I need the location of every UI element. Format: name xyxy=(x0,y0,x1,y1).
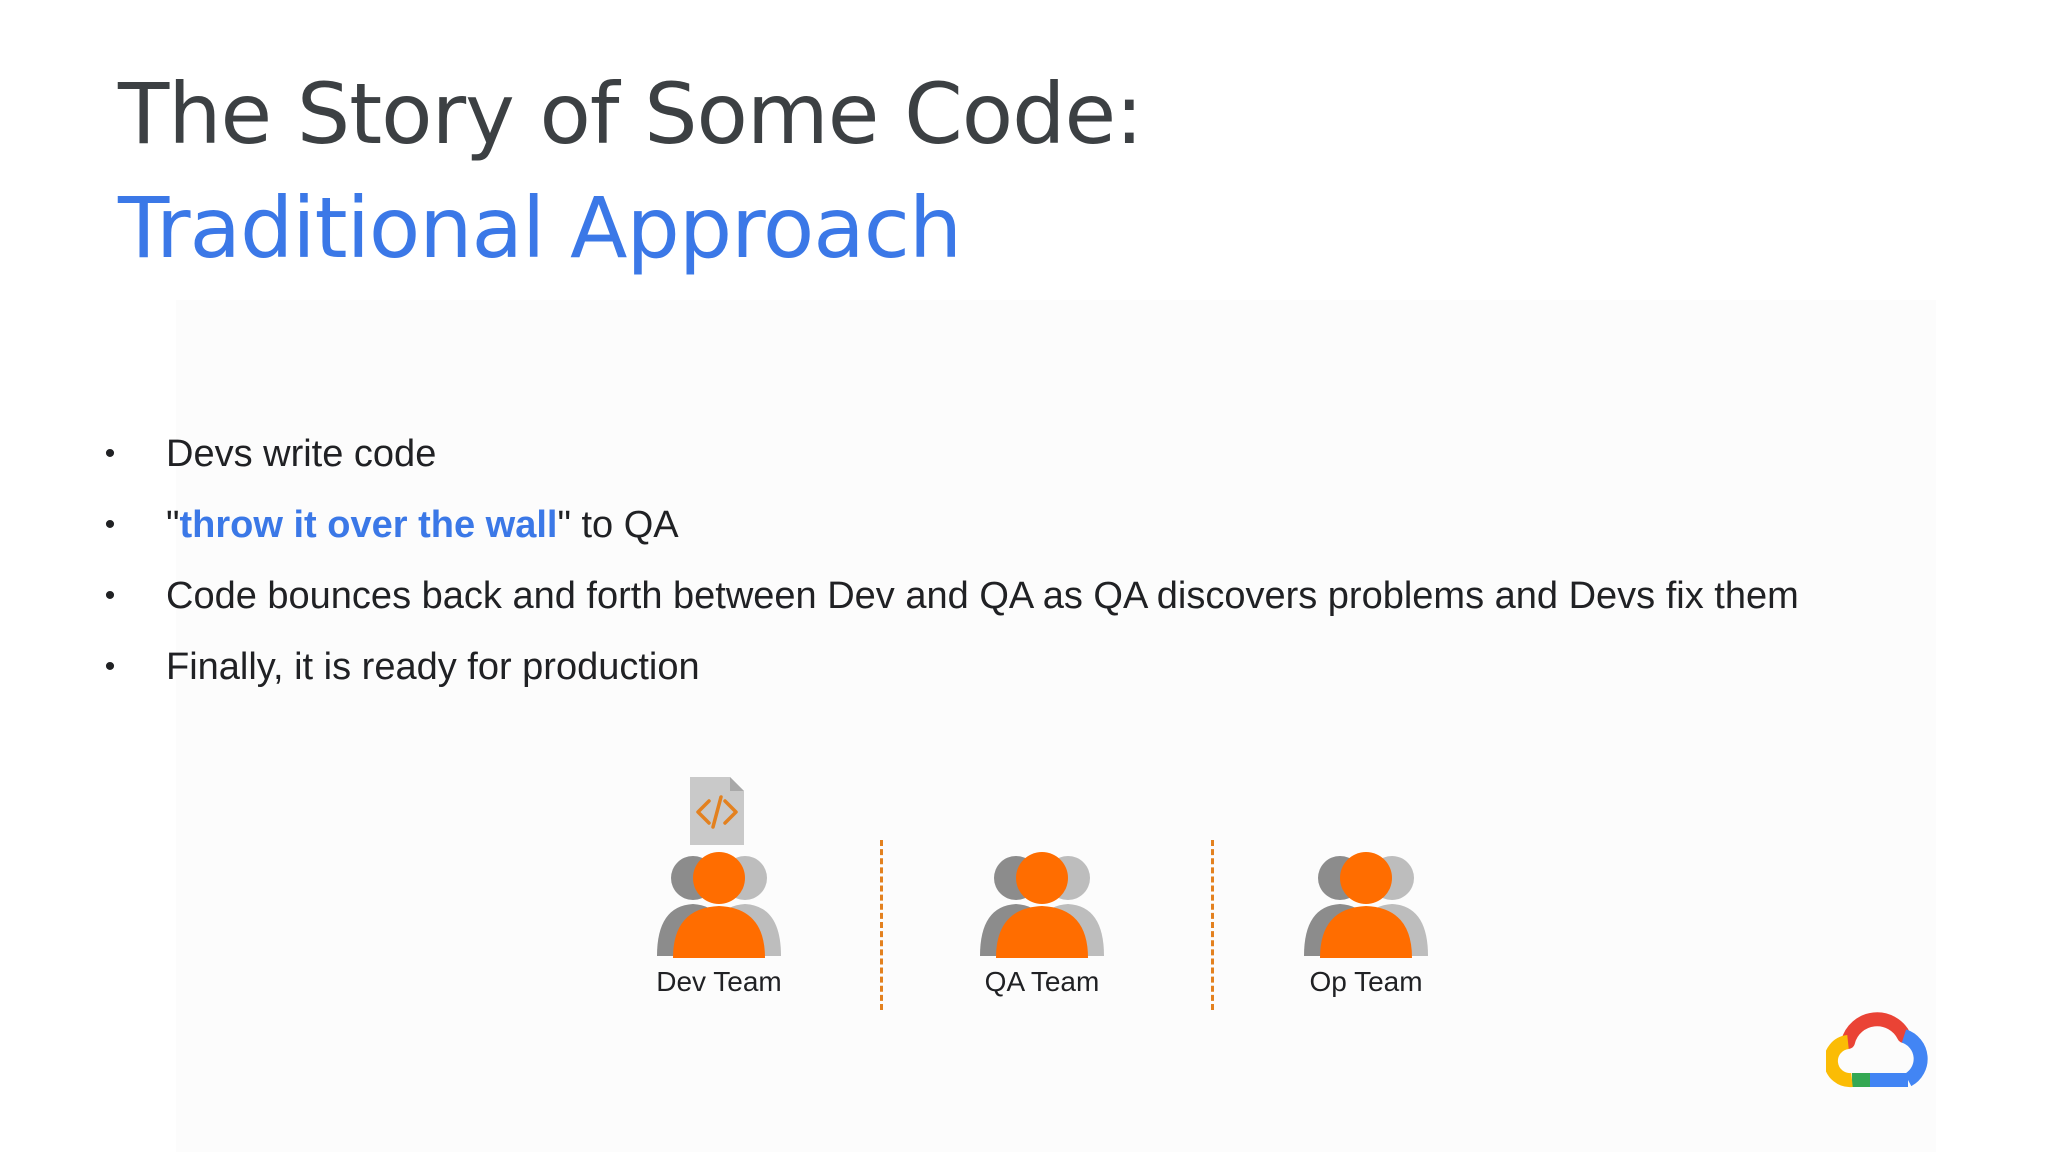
bullet-text: Code bounces back and forth between Dev … xyxy=(166,575,1799,617)
bullet-item: • Finally, it is ready for production xyxy=(100,637,2000,708)
bullet-dot: • xyxy=(104,508,116,541)
bullet-dot: • xyxy=(104,650,116,683)
team-divider xyxy=(1211,840,1214,1010)
op-team: Op Team xyxy=(1276,852,1456,998)
bullet-item: • "throw it over the wall" to QA xyxy=(100,495,2000,566)
bullet-text: " to QA xyxy=(557,504,679,546)
dev-team: Dev Team xyxy=(629,852,809,998)
slide-title: The Story of Some Code: xyxy=(118,65,1143,163)
team-label: Dev Team xyxy=(656,966,782,997)
bullet-text: Devs write code xyxy=(166,433,437,475)
qa-team: QA Team xyxy=(952,852,1132,998)
google-cloud-logo xyxy=(1823,1008,1930,1097)
bullet-dot: • xyxy=(104,579,116,612)
team-icon xyxy=(1304,852,1428,958)
bullet-text: Finally, it is ready for production xyxy=(166,646,700,688)
code-file-icon xyxy=(688,775,746,852)
content-panel xyxy=(176,300,1936,1152)
bullet-item: • Devs write code xyxy=(100,424,2000,495)
team-label: Op Team xyxy=(1309,966,1423,997)
bullet-item: • Code bounces back and forth between De… xyxy=(100,566,2000,637)
bullet-highlight: throw it over the wall xyxy=(179,504,558,546)
team-divider xyxy=(880,840,883,1010)
bullet-prefix: " xyxy=(166,504,180,546)
slide-subtitle: Traditional Approach xyxy=(118,179,962,277)
team-label: QA Team xyxy=(984,966,1100,997)
bullet-list: • Devs write code • "throw it over the w… xyxy=(100,424,2000,708)
team-icon xyxy=(657,852,781,958)
bullet-dot: • xyxy=(104,437,116,470)
team-icon xyxy=(980,852,1104,958)
